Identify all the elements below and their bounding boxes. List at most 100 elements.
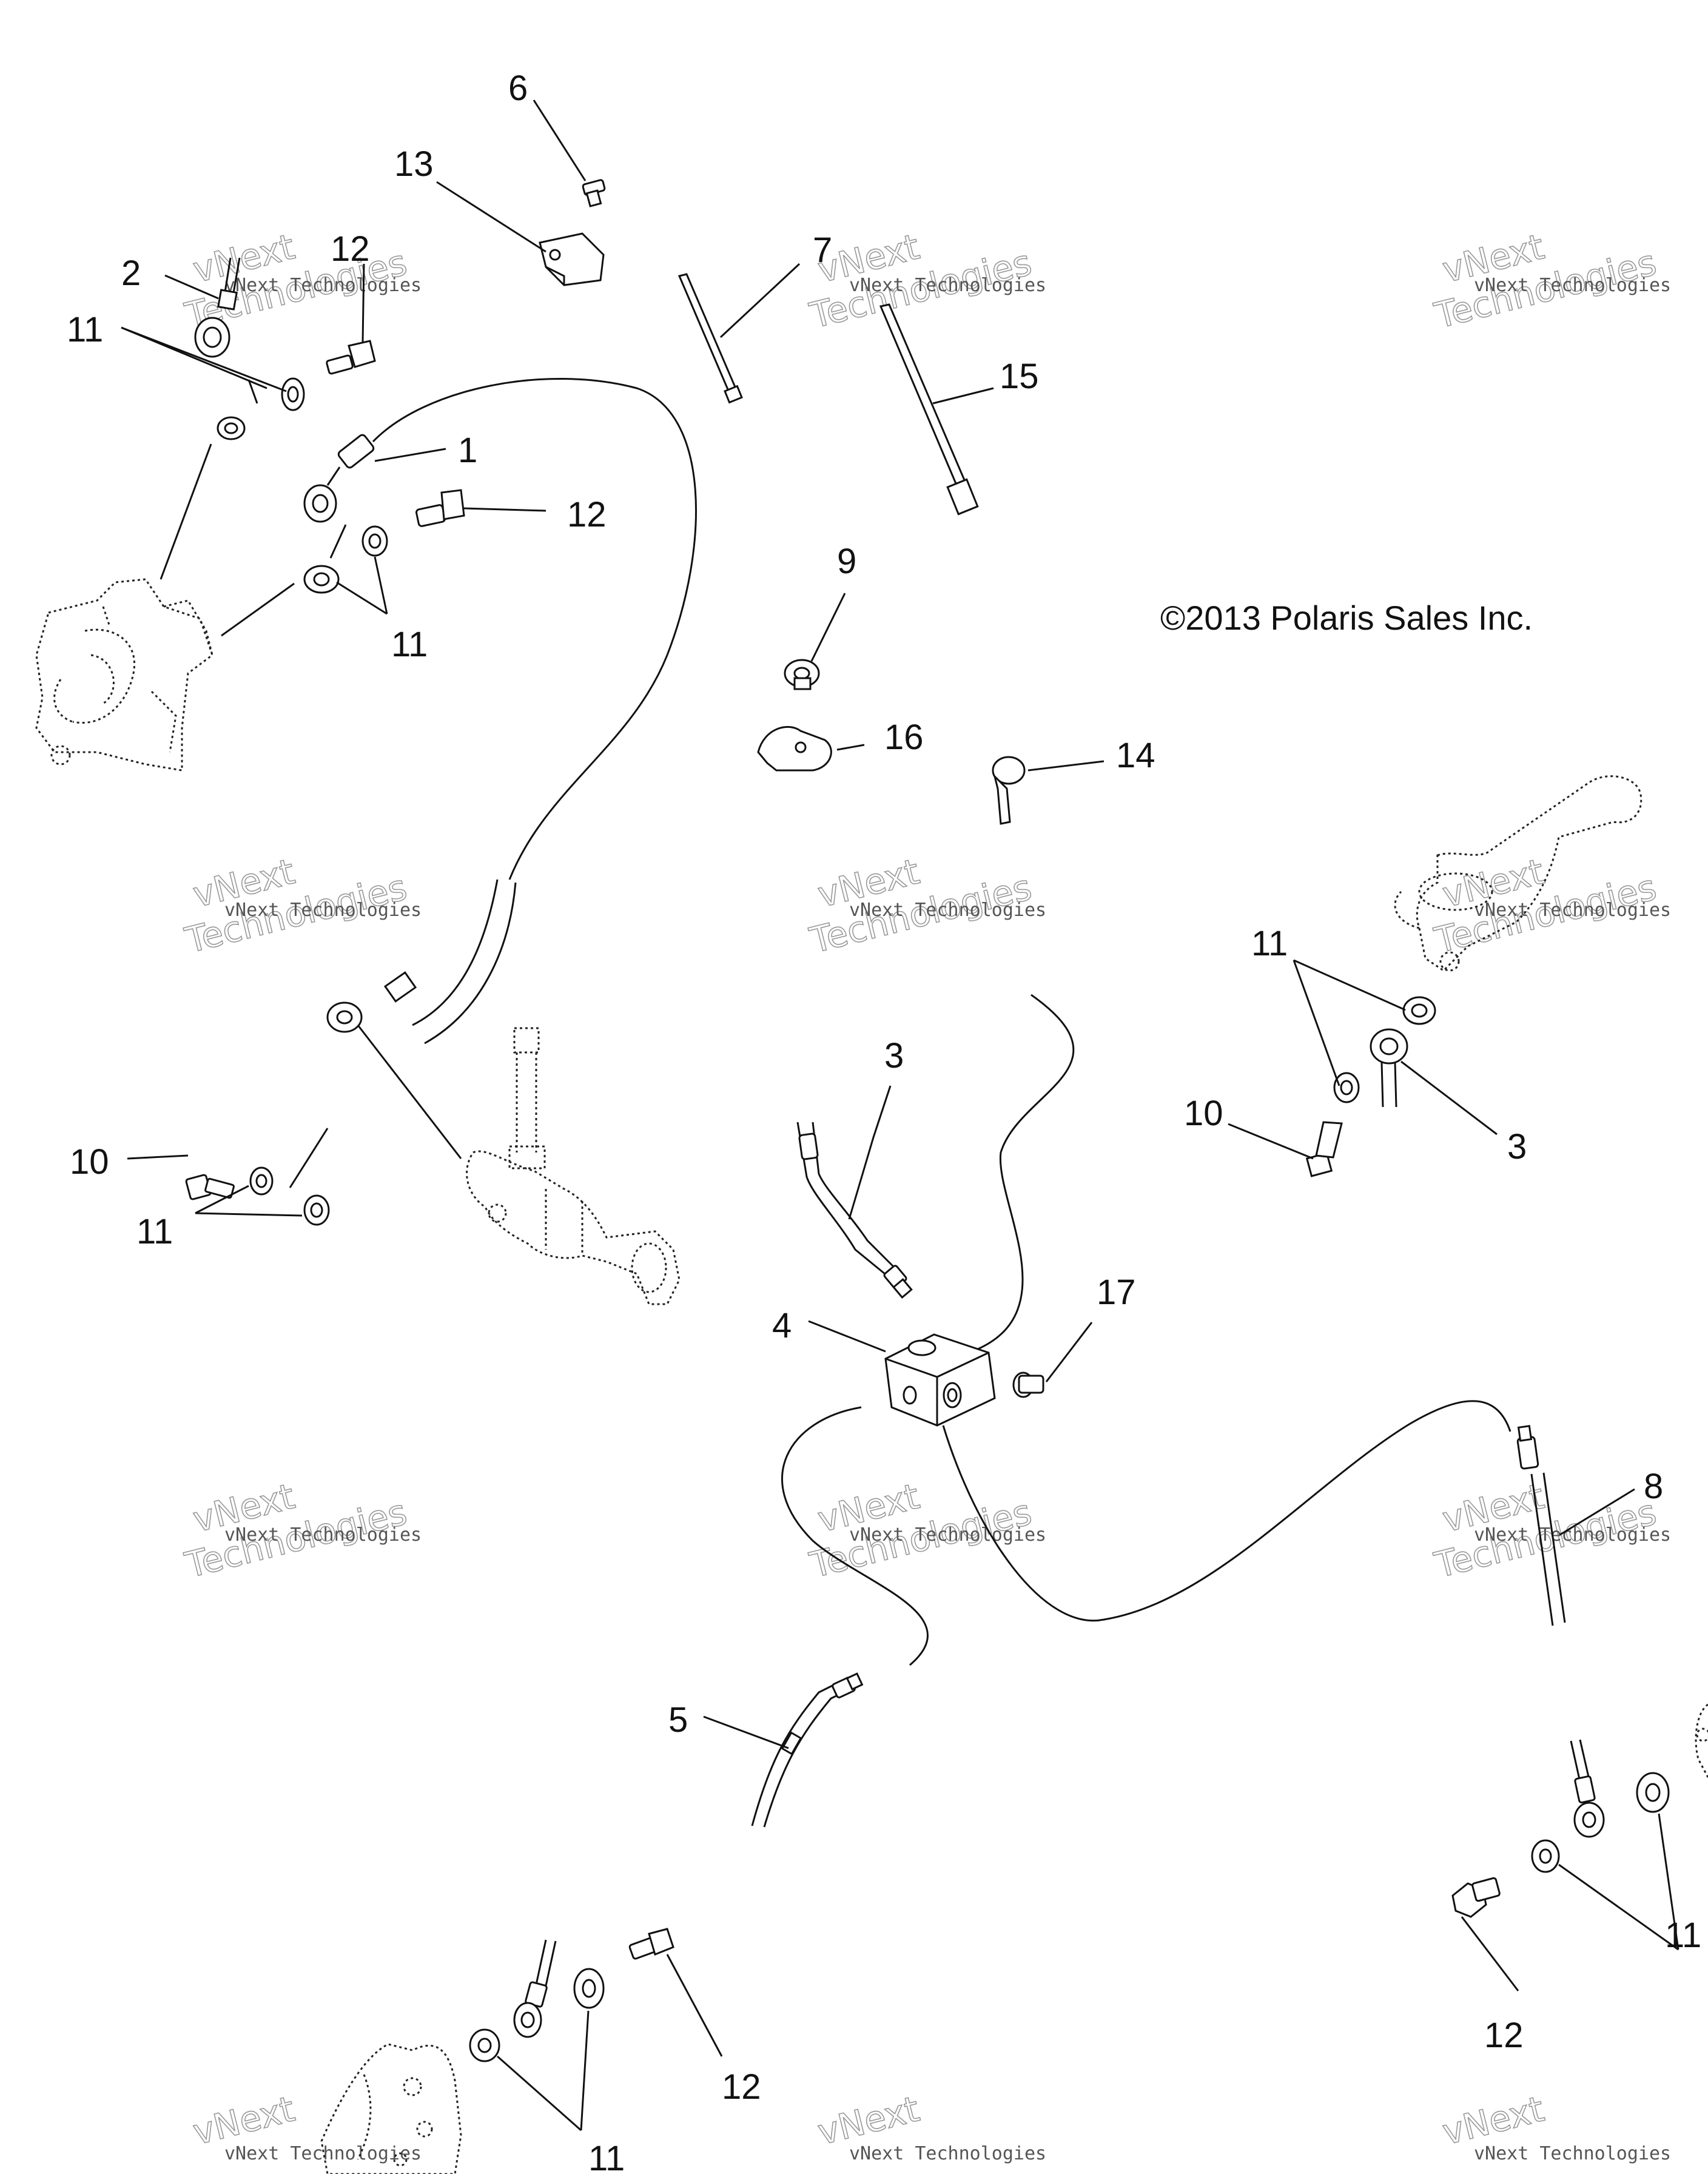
callout-10a: 10 xyxy=(1184,1094,1223,1133)
part-2-banjo-fitting xyxy=(194,257,241,358)
watermark: vNext vNext Technologies xyxy=(1438,2088,1671,2164)
part-11-washer-top-1 xyxy=(281,377,305,411)
svg-text:vNext Technologies: vNext Technologies xyxy=(1474,275,1671,296)
part-11-washer-mid-1 xyxy=(361,525,388,557)
watermark: vNext Technologies vNext Technologies xyxy=(1430,226,1672,337)
watermarks: vNext Technologies vNext Technologies vN… xyxy=(181,226,1672,2164)
svg-text:vNext Technologies: vNext Technologies xyxy=(1474,2143,1671,2164)
part-10-bolt-right xyxy=(1305,1121,1343,1177)
upper-center-hose xyxy=(976,994,1075,1351)
svg-text:vNext Technologies: vNext Technologies xyxy=(849,275,1046,296)
watermark: vNext Technologies vNext Technologies xyxy=(181,1475,422,1587)
part-12-bolt-rr xyxy=(1451,1877,1501,1918)
callout-3b: 3 xyxy=(884,1036,904,1075)
watermark: vNext Technologies vNext Technologies xyxy=(1430,850,1672,962)
part-1-banjo-fitting xyxy=(303,434,375,523)
callout-7: 7 xyxy=(813,231,832,270)
part-3-brake-line-center xyxy=(796,1122,913,1299)
rear-left-caliper xyxy=(320,2043,462,2174)
rear-left-banjo xyxy=(513,1939,557,2038)
watermark: vNext Technologies vNext Technologies xyxy=(805,226,1047,337)
part-5-brake-line-lower xyxy=(751,1672,864,1828)
part-9-screw xyxy=(784,659,820,690)
callout-5: 5 xyxy=(668,1700,688,1740)
watermark: vNext vNext Technologies xyxy=(813,2088,1046,2164)
part-17-screw xyxy=(1012,1371,1044,1398)
callout-labels: 6 13 7 2 12 15 11 1 12 11 9 ©2013 Polari… xyxy=(67,69,1701,2174)
svg-text:vNext Technologies: vNext Technologies xyxy=(1474,900,1671,921)
part-14-clip xyxy=(992,756,1026,825)
part-8-brake-line-right xyxy=(1516,1425,1566,1626)
callout-12c: 12 xyxy=(1484,2016,1524,2055)
part-3-banjo-right xyxy=(1370,1028,1408,1108)
callout-12b: 12 xyxy=(567,495,607,534)
copyright-notice: ©2013 Polaris Sales Inc. xyxy=(1160,599,1533,637)
svg-text:vNext Technologies: vNext Technologies xyxy=(849,2143,1046,2164)
leader-lines xyxy=(121,99,1679,2132)
watermark: vNext Technologies vNext Technologies xyxy=(805,1475,1047,1587)
hose-sheath-right xyxy=(424,882,517,1045)
callout-13: 13 xyxy=(394,144,434,184)
master-cylinder-right xyxy=(1394,775,1642,972)
part-11-washer-rl-2 xyxy=(469,2028,500,2062)
part-11-washer-rr-1 xyxy=(1636,1772,1670,1813)
part-12-bolt-middle xyxy=(415,489,465,527)
svg-text:vNext Technologies: vNext Technologies xyxy=(224,2143,422,2164)
part-13-bracket xyxy=(539,232,605,286)
part-12-bolt-top xyxy=(326,340,376,375)
part-11-washer-mid-2 xyxy=(303,565,340,594)
callout-10b: 10 xyxy=(70,1142,109,1182)
callout-11f: 11 xyxy=(588,2139,625,2174)
callout-17: 17 xyxy=(1097,1273,1136,1312)
svg-text:vNext Technologies: vNext Technologies xyxy=(224,1524,422,1546)
callout-12a: 12 xyxy=(331,229,370,269)
part-11-washer-rr-2 xyxy=(1531,1839,1560,1873)
part-11-washer-low-1 xyxy=(249,1166,274,1196)
rear-right-hose xyxy=(942,1400,1511,1622)
part-11-washer-low-2 xyxy=(303,1194,330,1226)
callout-11a: 11 xyxy=(67,310,103,349)
watermark: vNext Technologies vNext Technologies xyxy=(805,850,1047,962)
rear-right-banjo xyxy=(1570,1739,1605,1838)
callout-11c: 11 xyxy=(1251,924,1288,963)
callout-4: 4 xyxy=(772,1306,792,1345)
part-15-cable-tie xyxy=(879,303,979,516)
hose-sheath-left xyxy=(412,879,499,1026)
part-7-cable-tie xyxy=(677,273,743,404)
callout-2: 2 xyxy=(121,254,141,293)
svg-text:vNext Technologies: vNext Technologies xyxy=(224,275,422,296)
callout-9: 9 xyxy=(837,542,856,581)
watermark: vNext Technologies vNext Technologies xyxy=(181,850,422,962)
part-11-washer-right-2 xyxy=(1333,1072,1360,1103)
svg-text:vNext Technologies: vNext Technologies xyxy=(224,900,422,921)
part-12-bolt-rl xyxy=(628,1928,674,1960)
svg-text:vNext Technologies: vNext Technologies xyxy=(849,900,1046,921)
part-11-washer-top-2 xyxy=(217,416,246,440)
part-11-washer-rl-1 xyxy=(573,1968,605,2009)
part-11-washer-right-1 xyxy=(1402,996,1436,1025)
callout-3a: 3 xyxy=(1507,1127,1527,1166)
brake-hoses xyxy=(372,377,1511,1666)
callout-12d: 12 xyxy=(722,2067,761,2107)
callout-6: 6 xyxy=(508,69,528,108)
callout-15: 15 xyxy=(1000,357,1039,396)
master-cylinder-left xyxy=(466,1027,681,1305)
callout-11d: 11 xyxy=(136,1212,173,1251)
part-4-junction-block xyxy=(884,1333,996,1427)
callout-8: 8 xyxy=(1644,1467,1663,1506)
banjo-fitting-left xyxy=(326,971,462,1159)
lower-left-hose xyxy=(781,1406,929,1666)
part-6-screw xyxy=(582,179,606,207)
callout-11e: 11 xyxy=(1665,1916,1701,1955)
svg-text:vNext Technologies: vNext Technologies xyxy=(849,1524,1046,1546)
callout-14: 14 xyxy=(1116,736,1155,775)
part-10-bolt-left xyxy=(185,1174,235,1200)
callout-1: 1 xyxy=(458,431,477,470)
watermark: vNext Technologies vNext Technologies xyxy=(1430,1475,1672,1587)
callout-16: 16 xyxy=(884,718,924,757)
rear-right-caliper xyxy=(1695,1703,1708,1778)
part-16-clip xyxy=(757,725,832,772)
front-left-caliper xyxy=(35,578,214,772)
watermark: vNext vNext Technologies xyxy=(189,2088,422,2164)
